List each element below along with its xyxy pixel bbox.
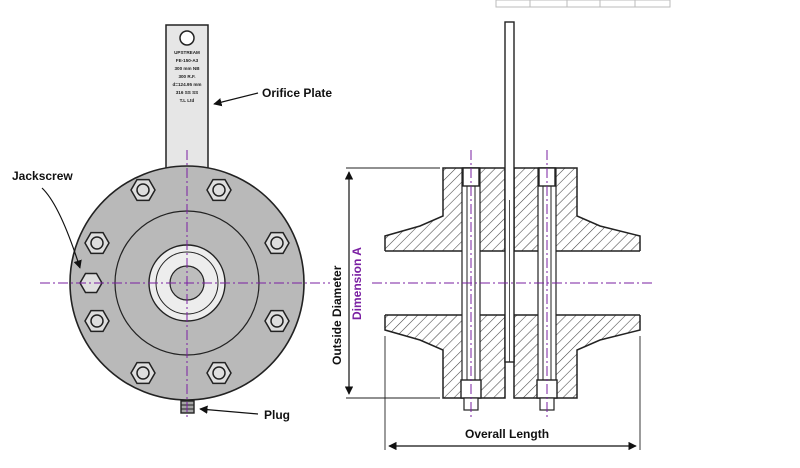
side-section-view [344,21,652,451]
bolt-heads [84,178,290,385]
tag-line-6: 316 SS SS [176,90,198,95]
bolt-hex [84,309,110,333]
plug-label: Plug [264,408,290,422]
tag-plate-text: UPSTREAM FE-150-A3 300 mm NB 300 R.F. d=… [173,50,202,103]
outside-diameter-dimension [344,167,440,399]
bolt-hex [130,178,156,202]
bolt-hex [264,309,290,333]
tag-line-5: d=124.95 mm [173,82,202,87]
jackscrew-label: Jackscrew [12,169,73,183]
tag-line-1: UPSTREAM [174,50,200,55]
dimension-a-label: Dimension A [350,247,364,320]
orifice-plate-tag [165,24,209,171]
bolt-hex [84,231,110,255]
front-view: UPSTREAM FE-150-A3 300 mm NB 300 R.F. d=… [40,24,330,420]
tag-hole [179,30,195,46]
bolt-hex [264,231,290,255]
tag-line-4: 300 R.F. [178,74,195,79]
overall-length-dimension [384,336,641,451]
tag-line-3: 300 mm NB [174,66,200,71]
tag-line-2: FE-150-A3 [176,58,199,63]
tag-line-7: T.L Ltd [180,98,195,103]
jackscrew-leader [41,187,82,269]
outside-diameter-label: Outside Diameter [330,265,344,365]
side-centerlines [372,150,652,420]
table-fragment [495,0,671,8]
overall-length-label: Overall Length [465,427,549,441]
bolt-hex [206,361,232,385]
plug-leader [199,405,259,415]
orifice-plate-leader [213,92,259,107]
orifice-plate-label: Orifice Plate [262,86,332,100]
annotations: Orifice Plate Jackscrew Plug Outside Dia… [12,86,549,441]
bolt-hex [130,361,156,385]
bolt-hex [206,178,232,202]
front-centerlines [40,150,330,420]
